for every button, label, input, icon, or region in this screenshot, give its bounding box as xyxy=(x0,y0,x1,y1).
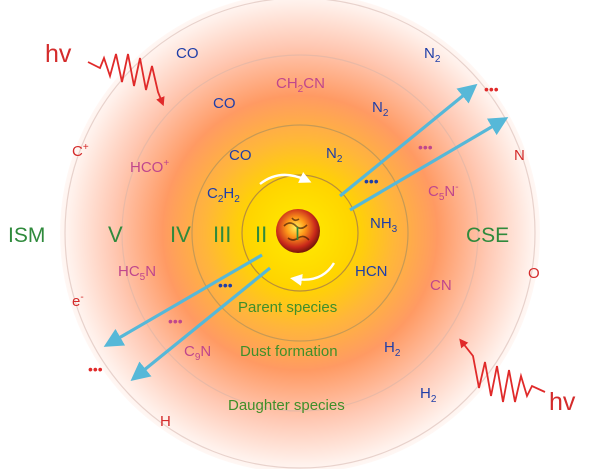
rotation-arrow-bottom-icon xyxy=(290,262,336,286)
central-star-icon xyxy=(276,209,320,253)
ellipsis-left-bottom: ••• xyxy=(88,361,103,377)
outflow-ray-lower xyxy=(130,266,272,382)
outflow-ray-right xyxy=(349,117,509,212)
daughter-species-label: Daughter species xyxy=(228,397,345,414)
outflow-ray-left xyxy=(103,253,263,347)
hv-label-top: hv xyxy=(45,40,72,68)
uv-photon-top-icon xyxy=(87,53,165,107)
shell-ring-v xyxy=(64,0,536,469)
shell-label-ii: II xyxy=(255,222,267,247)
dust-formation-label: Dust formation xyxy=(240,343,338,360)
hv-label-bottom: hv xyxy=(549,388,576,416)
species-h-atom: H xyxy=(160,413,171,430)
species-co-outer: CO xyxy=(176,45,199,62)
rotation-arrow-top-icon xyxy=(259,172,312,185)
species-co-inner: CO xyxy=(229,147,252,164)
ellipsis-right-mid: ••• xyxy=(418,139,433,155)
species-c5n-minus: C5N- xyxy=(428,182,459,203)
species-nh3: NH3 xyxy=(370,215,398,235)
ellipsis-inner: ••• xyxy=(364,173,379,189)
shell-label-iii: III xyxy=(213,222,231,247)
shell-label-iv: IV xyxy=(170,222,191,247)
species-cn: CN xyxy=(430,277,452,294)
species-co-mid: CO xyxy=(213,95,236,112)
species-ch2cn: CH2CN xyxy=(276,75,325,95)
species-n2-outer: N2 xyxy=(424,45,441,65)
ellipsis-left-low: ••• xyxy=(168,313,183,329)
species-c9n: C9N xyxy=(184,343,211,363)
species-n2-mid: N2 xyxy=(372,99,389,119)
ellipsis-right-top: ••• xyxy=(484,81,499,97)
species-c-plus: C+ xyxy=(72,142,89,160)
shell-label-v: V xyxy=(108,222,123,247)
species-c2h2: C2H2 xyxy=(207,185,240,205)
shell-label-i: I xyxy=(295,224,300,244)
parent-species-label: Parent species xyxy=(238,299,337,316)
shell-ring-iii xyxy=(191,124,409,342)
species-hcn: HCN xyxy=(355,263,388,280)
species-hc5n: HC5N xyxy=(118,263,156,283)
species-h2-inner: H2 xyxy=(384,339,401,359)
uv-photon-bottom-icon xyxy=(459,338,546,403)
shell-ring-iv xyxy=(121,54,479,412)
species-hco-plus: HCO+ xyxy=(130,158,169,176)
species-n-atom: N xyxy=(514,147,525,164)
species-o-atom: O xyxy=(528,265,540,282)
cse-label: CSE xyxy=(466,224,509,247)
outflow-ray-upper xyxy=(338,83,478,198)
ellipsis-left-mid: ••• xyxy=(218,277,233,293)
species-n2-inner: N2 xyxy=(326,145,343,165)
ism-label: ISM xyxy=(8,224,45,247)
species-h2-outer: H2 xyxy=(420,385,437,405)
species-e-minus: e- xyxy=(72,292,84,310)
